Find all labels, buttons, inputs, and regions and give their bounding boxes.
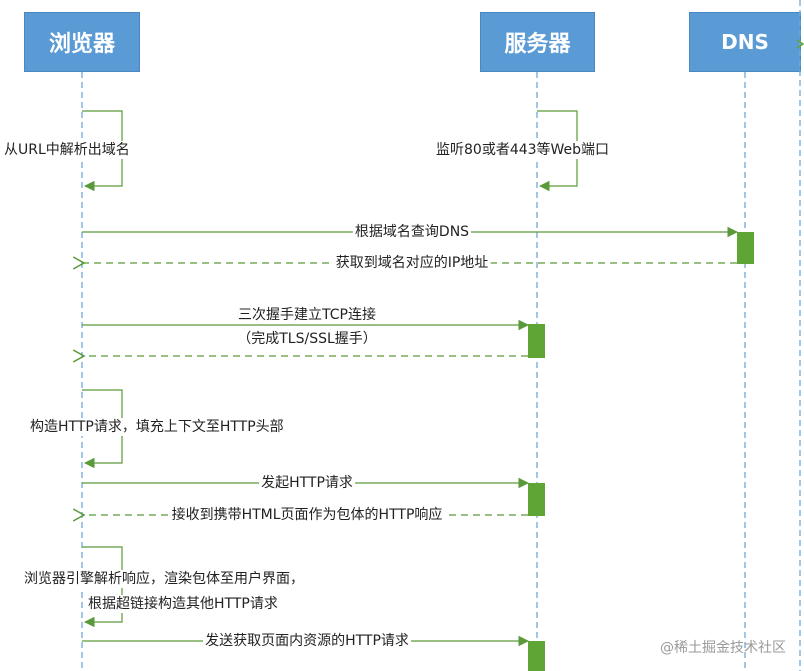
label-parse-url: 从URL中解析出域名 (2, 141, 132, 159)
label-tcp-line2: （完成TLS/SSL握手） (235, 330, 379, 348)
dns-actor-label: DNS (721, 30, 769, 54)
label-receive-response: 接收到携带HTML页面作为包体的HTTP响应 (169, 506, 445, 524)
label-build-request: 构造HTTP请求，填充上下文至HTTP头部 (28, 418, 286, 436)
server-actor-label: 服务器 (504, 32, 571, 57)
label-tcp-line1: 三次握手建立TCP连接 (236, 306, 378, 324)
server-activation-request (528, 483, 545, 516)
browser-actor: 浏览器 (24, 12, 140, 72)
label-listen: 监听80或者443等Web端口 (434, 141, 612, 159)
label-render-line1: 浏览器引擎解析响应，渲染包体至用户界面， (22, 570, 306, 588)
dns-actor: DNS (689, 12, 801, 72)
dns-activation (737, 232, 754, 264)
label-fetch-resources: 发送获取页面内资源的HTTP请求 (203, 632, 411, 650)
browser-actor-label: 浏览器 (48, 32, 115, 57)
corner-arrow-icon (796, 39, 804, 49)
label-dns-query: 根据域名查询DNS (352, 223, 472, 241)
server-activation-tcp (528, 324, 545, 358)
label-render-line2: 根据超链接构造其他HTTP请求 (86, 595, 280, 613)
label-dns-reply: 获取到域名对应的IP地址 (333, 254, 491, 272)
server-actor: 服务器 (480, 12, 595, 72)
server-activation-resources (528, 641, 545, 671)
watermark: @稀土掘金技术社区 (660, 640, 786, 656)
label-send-request: 发起HTTP请求 (259, 474, 355, 492)
